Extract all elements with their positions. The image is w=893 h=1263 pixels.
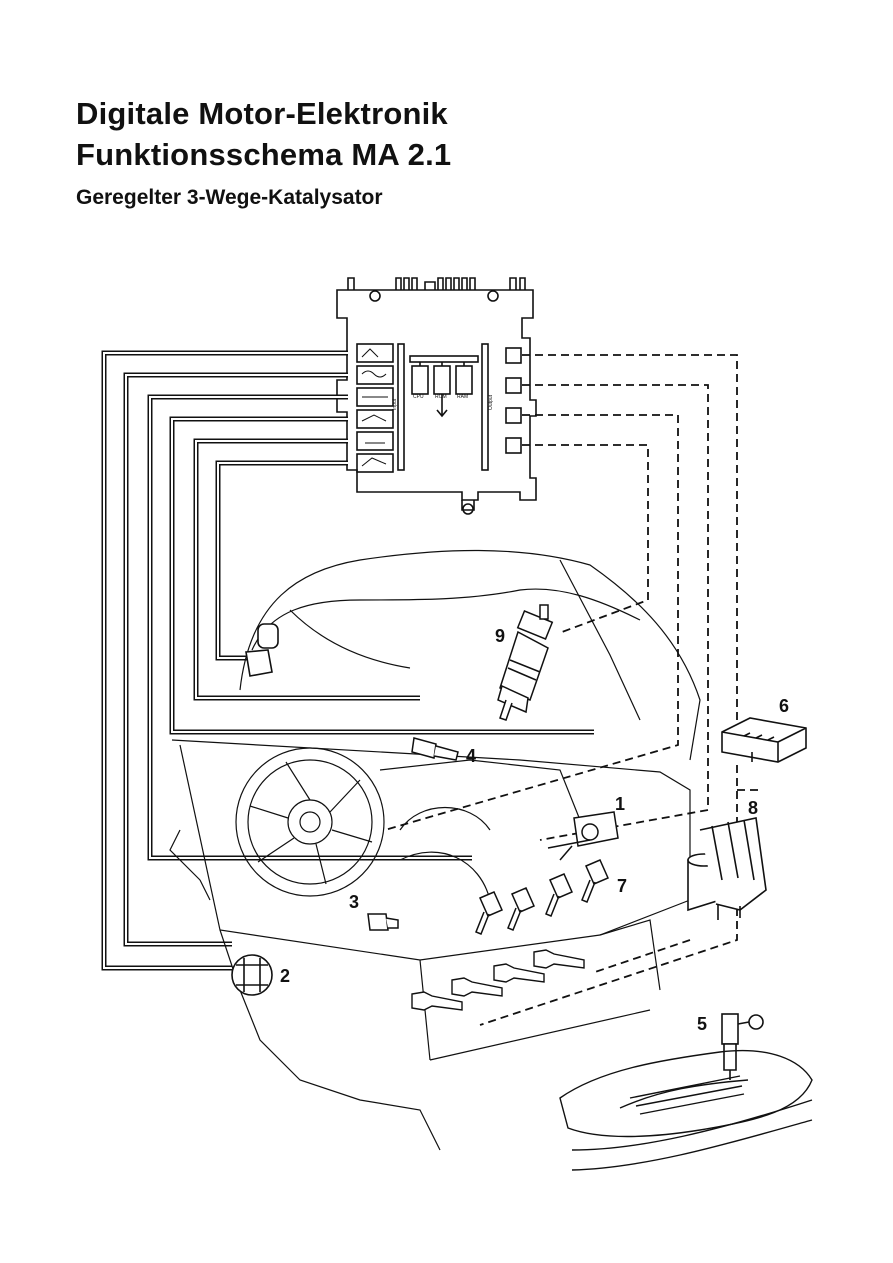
callout-8: 8 [748,798,758,818]
title-line-2: Funktionsschema MA 2.1 [76,137,452,172]
ecu-output-label: Output [488,394,494,410]
intake-temperature-sensor [411,737,459,761]
sensor-wiring [101,350,348,971]
callout-3: 3 [349,892,359,912]
ecu-rom-label: ROM [435,394,447,400]
subtitle: Geregelter 3-Wege-Katalysator [76,186,383,209]
callout-4: 4 [466,746,476,766]
ecu-ram-label: RAM [457,394,468,400]
callout-2: 2 [280,966,290,986]
fuel-pump [497,604,554,721]
callout-9: 9 [495,626,505,646]
callout-5: 5 [697,1014,707,1034]
fuel-injectors [475,859,609,935]
callout-6: 6 [779,696,789,716]
ecu-control-unit [336,277,537,515]
actuator-wiring [384,354,760,1026]
callout-numbers: 1 2 3 4 5 6 7 8 9 [280,626,789,1034]
title-line-1: Digitale Motor-Elektronik [76,96,448,131]
engine-compartment-outline [169,549,701,1151]
callout-1: 1 [615,794,625,814]
ignition-distributor [687,817,767,920]
lambda-probe [721,1013,764,1080]
ecu-cpu-label: CPU [413,394,424,400]
crank-sensor [231,954,273,996]
callout-7: 7 [617,876,627,896]
control-relay-module [721,717,807,763]
temperature-sensor [367,913,399,931]
ignition-switch [245,623,279,677]
spark-plugs [411,949,585,1011]
throttle-switch [547,811,619,861]
ecu-input-label: Input [392,398,398,410]
catalytic-converter [559,1049,813,1171]
